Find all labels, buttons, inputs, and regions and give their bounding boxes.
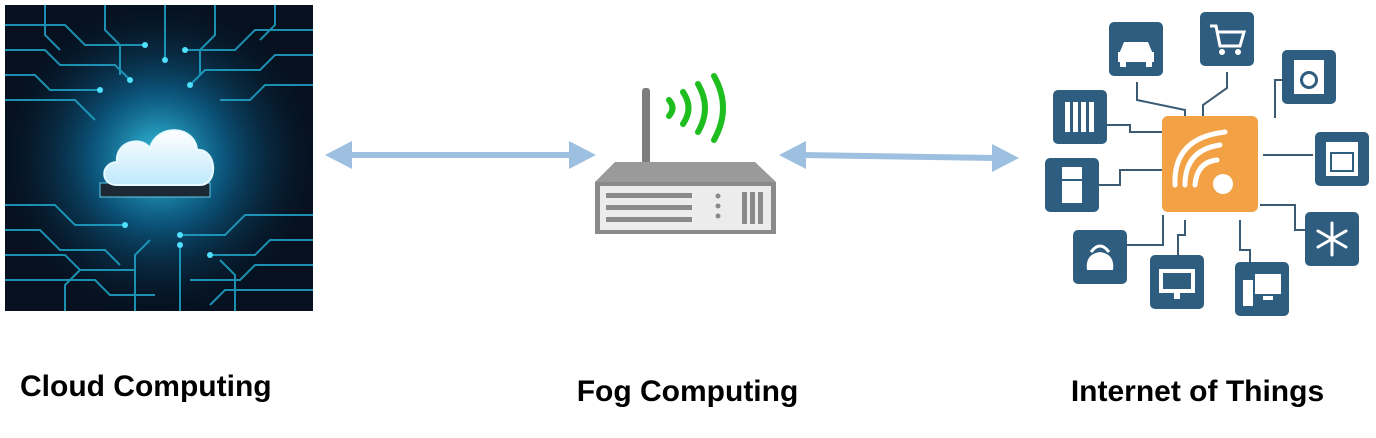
snowflake-icon bbox=[1305, 212, 1359, 266]
radiator-icon bbox=[1053, 90, 1107, 144]
fog-router-icon bbox=[590, 70, 780, 245]
shopping-cart-icon bbox=[1200, 12, 1254, 66]
fog-computing-caption: Fog Computing bbox=[576, 375, 799, 408]
wifi-signal-icon bbox=[666, 73, 726, 143]
television-icon bbox=[1150, 255, 1204, 309]
iot-caption: Internet of Things bbox=[1070, 375, 1325, 408]
washing-machine-icon bbox=[1282, 50, 1336, 104]
cloud-icon bbox=[103, 129, 215, 186]
desktop-computer-icon bbox=[1235, 262, 1289, 316]
fog-iot-arrow bbox=[779, 141, 1019, 172]
refrigerator-icon bbox=[1045, 158, 1099, 212]
oven-icon bbox=[1315, 132, 1369, 186]
cloud-computing-image bbox=[5, 5, 313, 311]
iot-hub-image bbox=[1035, 10, 1370, 325]
cloud-computing-caption: Cloud Computing bbox=[20, 370, 272, 403]
wifi-hub-icon bbox=[1162, 116, 1258, 212]
cloud-fog-arrow bbox=[325, 141, 596, 169]
kettle-icon bbox=[1073, 230, 1127, 284]
car-icon bbox=[1109, 22, 1163, 76]
